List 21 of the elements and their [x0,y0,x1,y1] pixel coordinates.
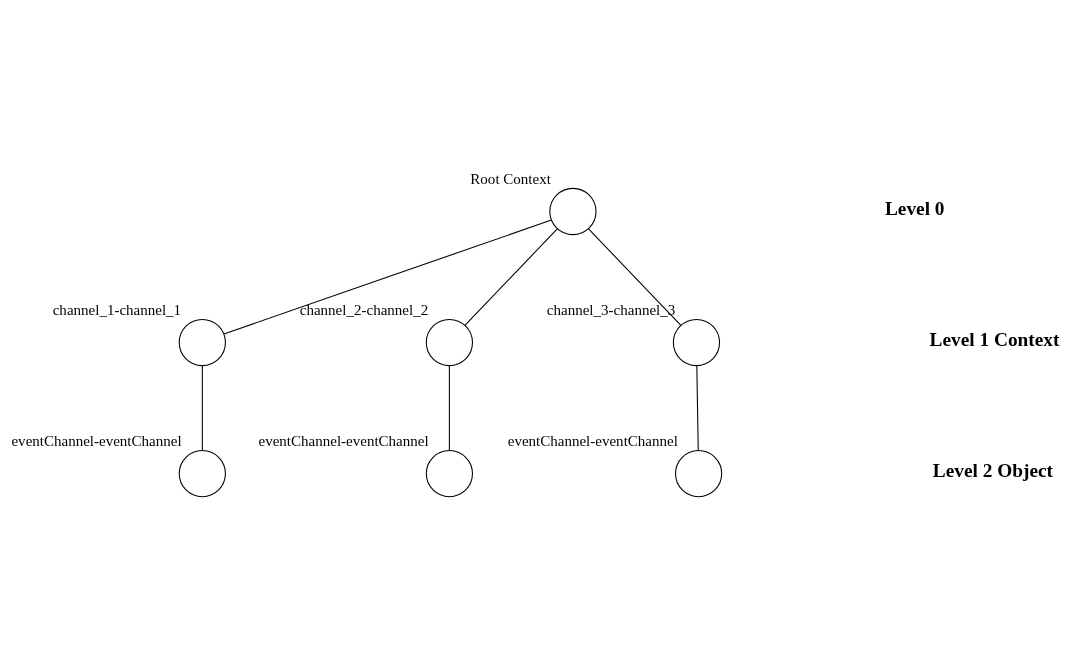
node-circle [178,449,226,497]
node-label: eventChannel-eventChannel [11,432,182,449]
connector [223,219,552,334]
node-circle [425,318,473,366]
connector [464,227,558,326]
connector [448,364,450,451]
node-circle [672,318,721,366]
node-circle [425,449,473,497]
label: Level 0 [884,197,945,219]
node-circle [674,449,723,497]
node-circle [178,318,226,366]
node-label: eventChannel-eventChannel [258,432,429,449]
node-label: channel_2-channel_2 [299,301,429,318]
connector [201,364,203,451]
label: Level 1 Context [929,328,1060,350]
connector [696,364,699,451]
label: Level 2 Object [932,459,1054,481]
node-circle [549,187,597,235]
node-label: eventChannel-eventChannel [507,432,678,449]
node-label: Root Context [470,170,551,187]
node-label: channel_1-channel_1 [52,301,182,318]
